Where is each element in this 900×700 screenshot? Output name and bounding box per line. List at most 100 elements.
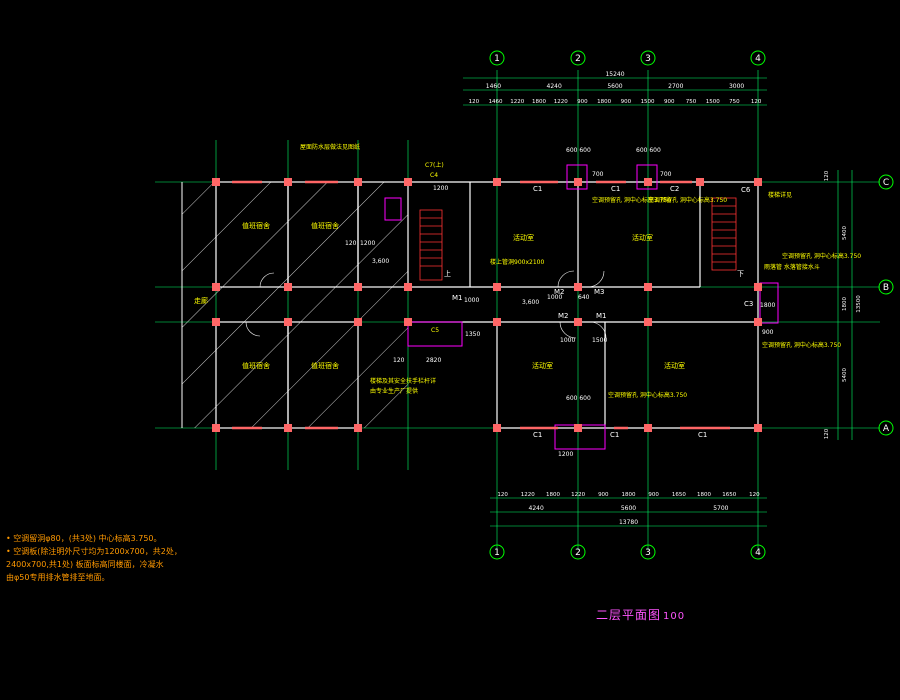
dim-row2-bottom: 4240 bbox=[529, 505, 544, 512]
note-bottom-2: 由专业生产厂提供 bbox=[370, 387, 418, 395]
tag-c1d: C1 bbox=[610, 431, 619, 439]
dim-row1-top: 4240 bbox=[547, 83, 562, 90]
ac-units bbox=[384, 164, 779, 450]
tag-m3: M3 bbox=[594, 288, 605, 296]
dim-row2-top: 1460 bbox=[489, 99, 503, 105]
dim-row2-top: 1500 bbox=[706, 99, 720, 105]
dimension-lines bbox=[463, 77, 853, 527]
dim-row1-bottom: 1800 bbox=[546, 492, 560, 498]
tag-c6: C6 bbox=[741, 186, 751, 194]
room-label-office-bm: 值班宿舍 bbox=[311, 361, 339, 370]
dim-total-top: 15240 bbox=[605, 71, 624, 78]
dim-row1-bottom: 120 bbox=[497, 492, 508, 498]
column bbox=[212, 424, 220, 432]
note-ac-4: 空调预留孔 洞中心标高3.750 bbox=[762, 341, 841, 349]
dim-900v: 900 bbox=[762, 329, 774, 336]
room-label-d: 活动室 bbox=[632, 233, 653, 242]
tag-m1b: M1 bbox=[596, 312, 607, 320]
dim-row1-bottom: 1220 bbox=[521, 492, 535, 498]
dim-row2-bottom: 5600 bbox=[621, 505, 636, 512]
dim-640: 640 bbox=[578, 294, 590, 301]
dim-row2-top: 1500 bbox=[641, 99, 655, 105]
column bbox=[354, 178, 362, 186]
note-top: 屋面防水层做法见图纸 bbox=[300, 143, 360, 151]
note-line-4: 由φ50专用排水管排至地面。 bbox=[6, 573, 110, 582]
axis-label-B: B bbox=[883, 283, 889, 293]
dim-row2-top: 1800 bbox=[597, 99, 611, 105]
note-line-3: 2400x700,共1处) 板面标高同楼面，冷凝水 bbox=[6, 560, 164, 569]
dim-row2-top: 120 bbox=[469, 99, 480, 105]
dim-row2-top: 900 bbox=[621, 99, 632, 105]
column bbox=[754, 424, 762, 432]
axis-label-1: 1 bbox=[494, 548, 500, 558]
tag-c3: C3 bbox=[744, 300, 753, 308]
axis-label-4: 4 bbox=[755, 54, 761, 64]
column bbox=[354, 318, 362, 326]
column bbox=[574, 178, 582, 186]
annotations: 屋面防水层做法见图纸 C7(上) C4 C5 空调预留孔 洞中心标高3.750 … bbox=[300, 143, 861, 399]
tag-m1: M1 bbox=[452, 294, 463, 302]
column bbox=[493, 283, 501, 291]
column bbox=[212, 178, 220, 186]
column bbox=[212, 283, 220, 291]
column bbox=[404, 318, 412, 326]
column bbox=[644, 424, 652, 432]
axis-bubble-4 bbox=[750, 50, 766, 66]
axis-bubble-3 bbox=[640, 544, 656, 560]
dim-right: 5400 bbox=[842, 226, 848, 240]
dim-row1-top: 3000 bbox=[729, 83, 744, 90]
column bbox=[644, 318, 652, 326]
dim-total-bottom: 13780 bbox=[619, 519, 638, 526]
note-pipe: 雨落管 水落管接水斗 bbox=[764, 263, 820, 271]
column bbox=[754, 178, 762, 186]
dim-row1-bottom: 1800 bbox=[622, 492, 636, 498]
dim-row1-bottom: 120 bbox=[749, 492, 760, 498]
dim-row1-bottom: 1220 bbox=[571, 492, 585, 498]
note-line-1: • 空调留洞φ80，(共3处) 中心标高3.750。 bbox=[6, 534, 162, 543]
dim-row1-top: 1460 bbox=[486, 83, 501, 90]
axis-label-C: C bbox=[883, 178, 889, 188]
dim-1000: 1000 bbox=[464, 297, 479, 304]
room-label-corridor: 走廊 bbox=[194, 296, 208, 305]
dim-right: 120 bbox=[824, 170, 830, 181]
column bbox=[754, 318, 762, 326]
column bbox=[493, 318, 501, 326]
axis-bubble-1 bbox=[489, 50, 505, 66]
column bbox=[404, 178, 412, 186]
column bbox=[284, 424, 292, 432]
column bbox=[754, 283, 762, 291]
tag-c1e: C1 bbox=[698, 431, 707, 439]
room-labels: 值班宿舍 值班宿舍 值班宿舍 值班宿舍 活动室 活动室 活动室 活动室 走廊 bbox=[194, 221, 685, 370]
dim-3600b: 3,600 bbox=[522, 299, 539, 306]
axis-label-1: 1 bbox=[494, 54, 500, 64]
dim-600b: 600 600 bbox=[636, 147, 661, 154]
column bbox=[493, 178, 501, 186]
column bbox=[354, 424, 362, 432]
axis-bubble-B bbox=[878, 279, 894, 295]
dim-row1-bottom: 900 bbox=[598, 492, 609, 498]
windows bbox=[232, 180, 730, 430]
dim-row1-bottom: 900 bbox=[648, 492, 659, 498]
drawing-scale: 100 bbox=[663, 611, 686, 622]
dim-2820: 2820 bbox=[426, 357, 441, 364]
dim-600c: 600 600 bbox=[566, 395, 591, 402]
column bbox=[644, 283, 652, 291]
dim-1800v: 1800 bbox=[760, 302, 775, 309]
stairs bbox=[419, 197, 737, 281]
dim-row1-bottom: 1650 bbox=[672, 492, 686, 498]
column bbox=[404, 283, 412, 291]
note-ac-2: 空调预留孔 洞中心标高3.750 bbox=[648, 196, 727, 204]
axis-label-3: 3 bbox=[645, 548, 651, 558]
dim-1000a: 1000 bbox=[547, 294, 562, 301]
note-c7: C7(上) bbox=[425, 161, 444, 169]
dim-row2-top: 750 bbox=[686, 99, 697, 105]
drawing-title-text: 二层平面图 bbox=[596, 608, 662, 622]
dim-row1-top: 5600 bbox=[607, 83, 622, 90]
dim-row1-bottom: 1650 bbox=[722, 492, 736, 498]
axis-bubble-4 bbox=[750, 544, 766, 560]
